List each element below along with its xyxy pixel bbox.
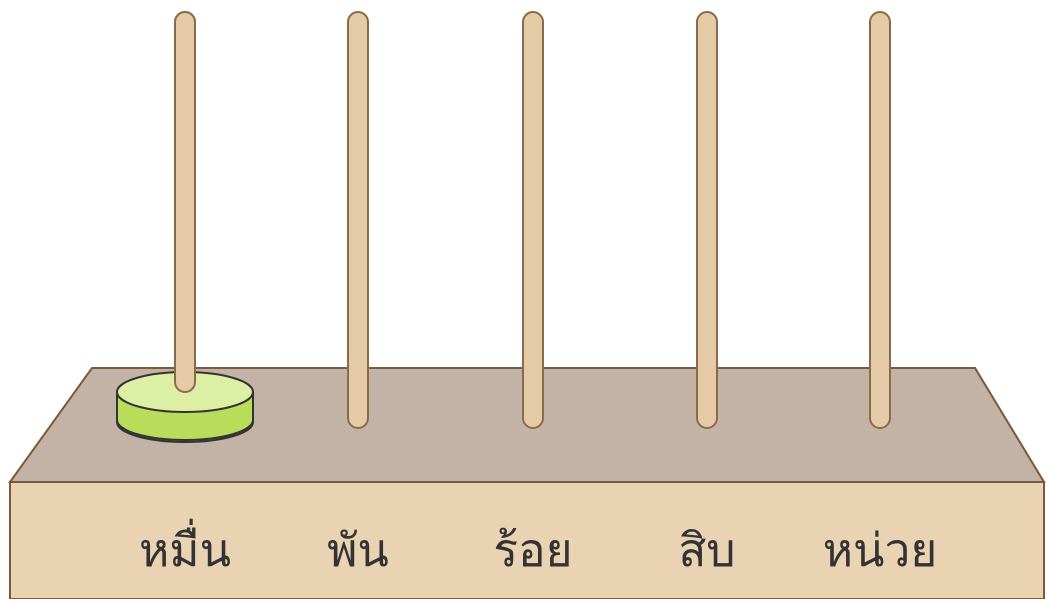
rod-ones: [870, 12, 890, 428]
label-ten-thousands: หมื่น: [139, 518, 231, 577]
abacus-rods: [175, 12, 890, 428]
rod-hundreds: [523, 12, 543, 428]
label-thousands: พัน: [327, 523, 389, 577]
abacus-beads: [117, 12, 253, 442]
rod-tens: [697, 12, 717, 428]
label-tens: สิบ: [678, 523, 735, 577]
rod-ten-thousands-upper: [175, 12, 195, 392]
rod-thousands: [348, 12, 368, 428]
label-hundreds: ร้อย: [493, 523, 572, 577]
label-ones: หน่วย: [823, 523, 938, 577]
